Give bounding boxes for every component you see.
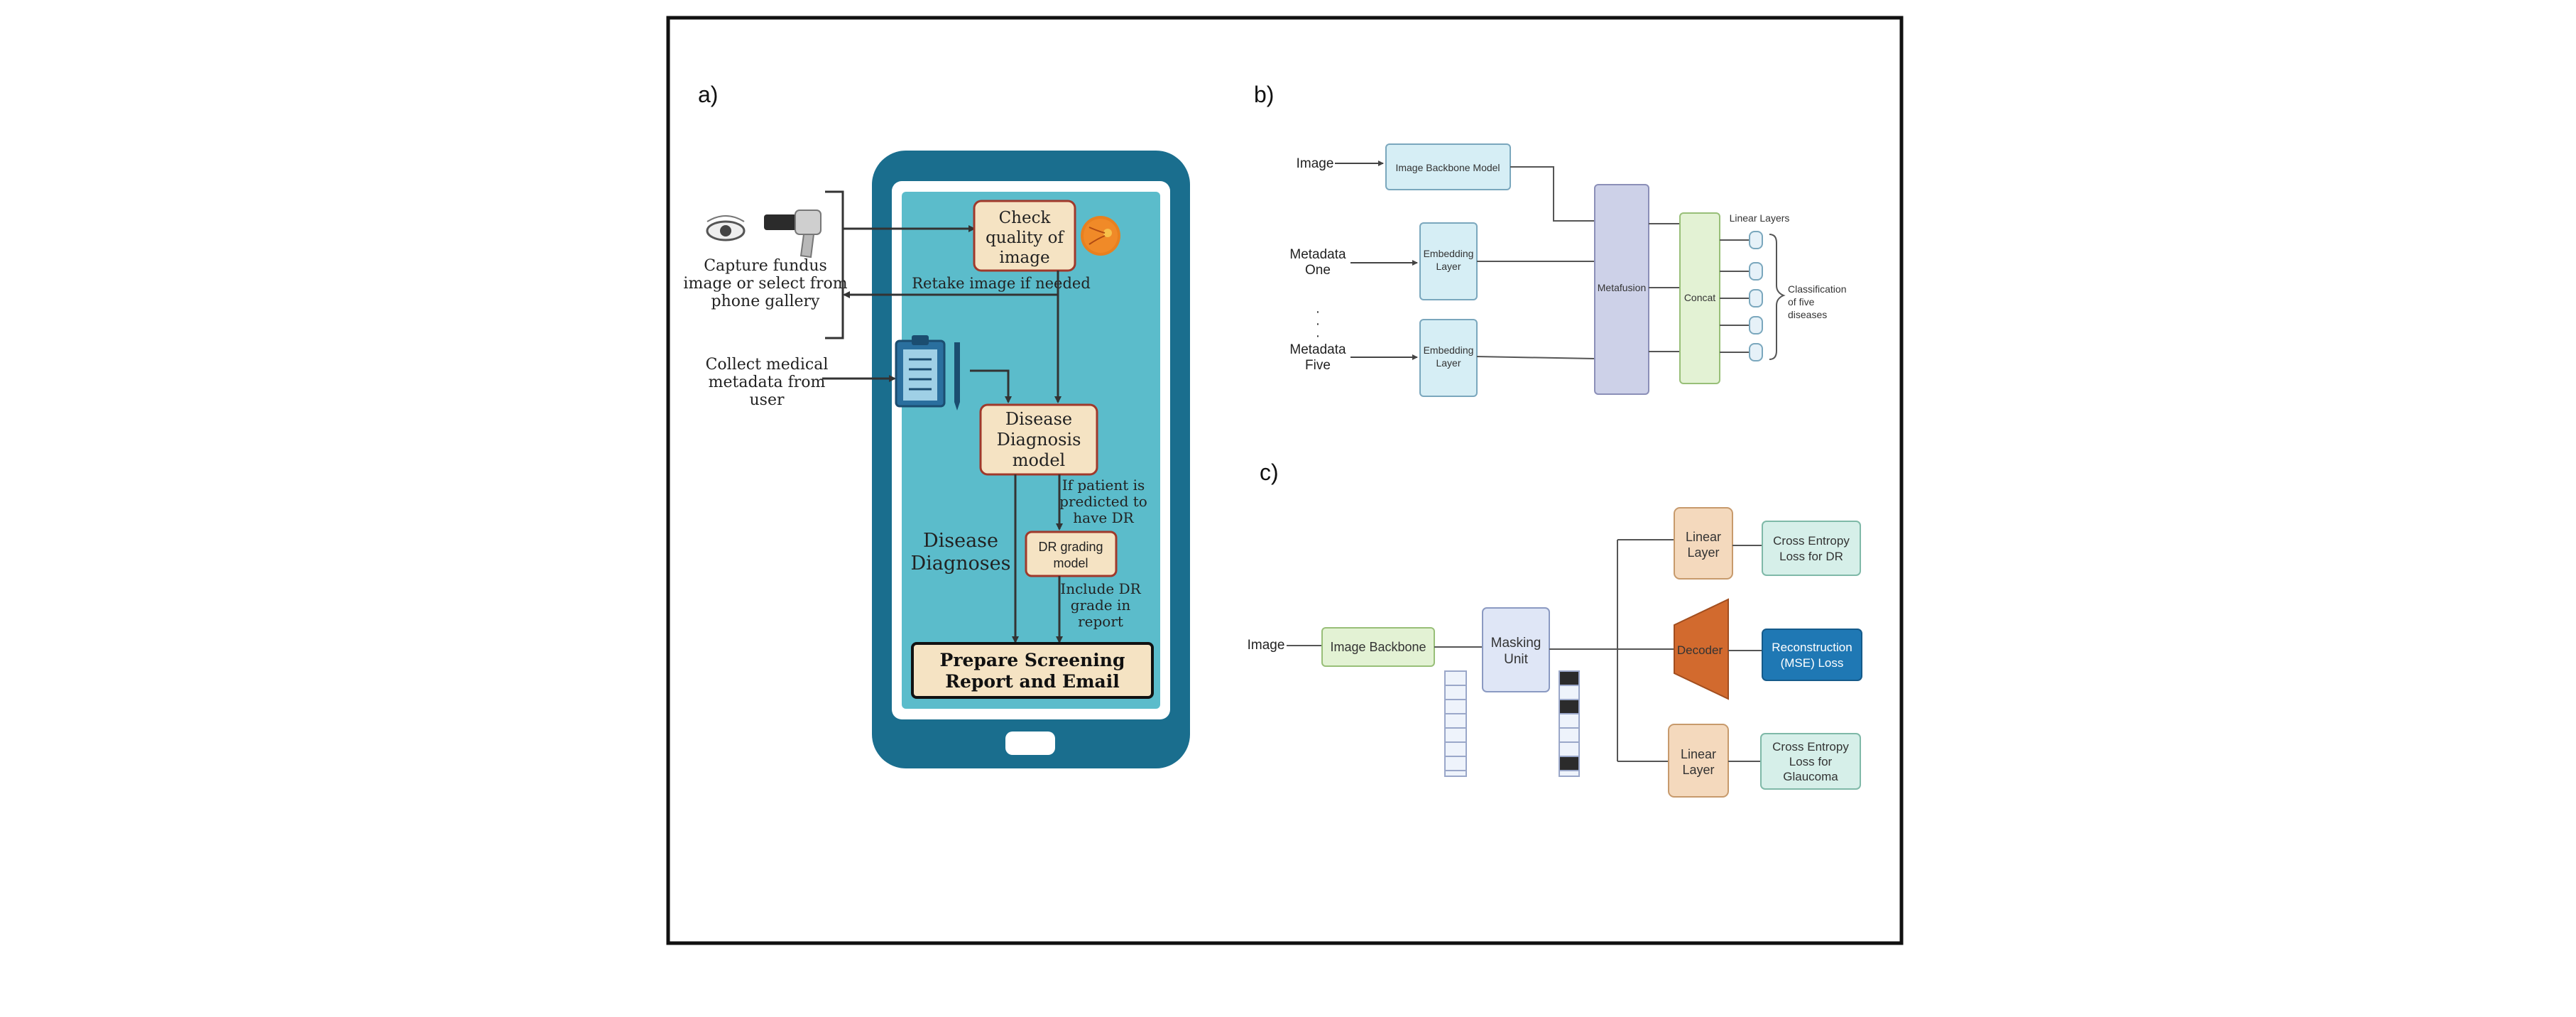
figure-frame [666, 16, 1904, 945]
b-concat-text: Concat [1684, 292, 1715, 303]
c-loss-glaucoma-box [1760, 733, 1861, 790]
panel-a-label: a) [698, 82, 718, 107]
c-loss-recon-box [1762, 629, 1862, 681]
clipboard-icon [895, 335, 960, 410]
check-quality-text-3: image [999, 249, 1049, 267]
dr-note-text-1: If patient is [1062, 477, 1145, 494]
c-loss-dr-text-2: Loss for DR [1779, 550, 1843, 563]
c-linear-bottom-text-1: Linear [1681, 747, 1716, 761]
fundus-camera-icon [764, 210, 822, 259]
b-backbone-text: Image Backbone Model [1395, 162, 1500, 173]
diagnoses-text-1: Disease [923, 530, 998, 552]
capture-text-2: image or select from [683, 275, 847, 293]
b-metafusion-box [1594, 184, 1649, 395]
diagnosis-model-text-2: Diagnosis [997, 430, 1081, 450]
capture-text-1: Capture fundus [704, 257, 827, 275]
panel-c-label: c) [1260, 459, 1279, 485]
c-linear-bottom-text-2: Layer [1682, 763, 1714, 777]
dr-note-text-2: predicted to [1059, 493, 1147, 510]
b-embedding-box-2 [1419, 319, 1478, 397]
report-text-1: Prepare Screening [940, 650, 1125, 670]
c-masking-text-2: Unit [1504, 652, 1529, 667]
c-loss-glaucoma-text-3: Glaucoma [1783, 770, 1838, 783]
c-feature-vector [1444, 670, 1467, 777]
b-linear-layers [1720, 231, 1763, 361]
check-quality-box [973, 200, 1076, 272]
c-backbone-text: Image Backbone [1330, 640, 1426, 654]
b-metafusion-text: Metafusion [1598, 282, 1646, 293]
include-grade-text-2: grade in [1071, 597, 1131, 614]
b-embedding-1-text-2: Layer [1436, 261, 1461, 272]
c-loss-glaucoma-text-1: Cross Entropy [1772, 740, 1849, 754]
check-quality-text-2: quality of [986, 229, 1064, 247]
report-text-2: Report and Email [945, 671, 1120, 692]
c-linear-top-text-1: Linear [1686, 530, 1721, 544]
collect-text-2: metadata from [709, 374, 826, 391]
b-embedding-2-text-2: Layer [1436, 357, 1461, 369]
dr-grading-box [1025, 531, 1118, 577]
b-meta-one-text-2: One [1305, 263, 1331, 278]
c-loss-glaucoma-text-2: Loss for [1789, 755, 1833, 768]
diagnosis-model-text-3: model [1013, 450, 1065, 470]
b-classification-brace [1769, 234, 1786, 360]
diagnoses-text-2: Diagnoses [911, 553, 1011, 575]
include-grade-text-3: report [1078, 613, 1123, 630]
capture-bracket [825, 190, 844, 339]
b-classification-text-3: diseases [1788, 309, 1827, 320]
include-grade-text-1: Include DR [1060, 580, 1141, 597]
c-loss-recon-text-1: Reconstruction [1772, 641, 1852, 654]
c-decoder-text: Decoder [1677, 643, 1723, 657]
c-linear-box-top [1674, 507, 1733, 580]
diagnosis-model-text-1: Disease [1005, 409, 1072, 429]
b-meta-one-text-1: Metadata [1289, 247, 1346, 262]
eye-icon [706, 215, 746, 241]
b-ellipsis-2: · [1316, 316, 1321, 332]
retake-text: Retake image if needed [912, 275, 1091, 292]
c-decoder-shape [1674, 598, 1729, 700]
panel-b-label: b) [1254, 82, 1274, 107]
diagnosis-model-box [979, 403, 1098, 476]
b-meta-five-text-1: Metadata [1289, 342, 1346, 357]
b-classification-text-1: Classification [1788, 283, 1846, 295]
c-loss-dr-box [1762, 521, 1861, 576]
check-quality-text-1: Check [999, 209, 1052, 227]
dr-grading-text-2: model [1053, 556, 1088, 570]
b-linear-layers-text: Linear Layers [1730, 212, 1790, 224]
collect-text-1: Collect medical [706, 356, 829, 374]
c-image-text: Image [1248, 638, 1285, 653]
b-image-text: Image [1297, 156, 1334, 171]
c-masking-text-1: Masking [1491, 636, 1541, 651]
b-embedding-2-text-1: Embedding [1424, 344, 1474, 356]
dr-grading-text-1: DR grading [1038, 540, 1103, 554]
b-meta-five-text-2: Five [1305, 358, 1331, 373]
arrow-clipboard-to-diagnosis [970, 369, 1012, 403]
b-ellipsis-3: · [1316, 328, 1321, 344]
b-line-emb2-metafusion [1476, 356, 1595, 359]
b-classification-text-2: of five [1788, 296, 1815, 308]
c-linear-top-text-2: Layer [1687, 545, 1719, 560]
report-box [911, 642, 1154, 699]
dr-note-text-3: have DR [1073, 509, 1134, 526]
capture-text-3: phone gallery [711, 293, 820, 310]
collect-text-3: user [750, 391, 785, 409]
c-masked-vector [1559, 670, 1580, 777]
b-line-backbone-metafusion [1510, 166, 1595, 222]
phone-home-button [1005, 732, 1055, 755]
b-embedding-1-text-1: Embedding [1424, 248, 1474, 259]
c-loss-dr-text-1: Cross Entropy [1773, 534, 1850, 548]
b-ellipsis: · [1316, 304, 1321, 320]
c-loss-recon-text-2: (MSE) Loss [1781, 656, 1844, 670]
fundus-image-icon [1081, 216, 1120, 256]
